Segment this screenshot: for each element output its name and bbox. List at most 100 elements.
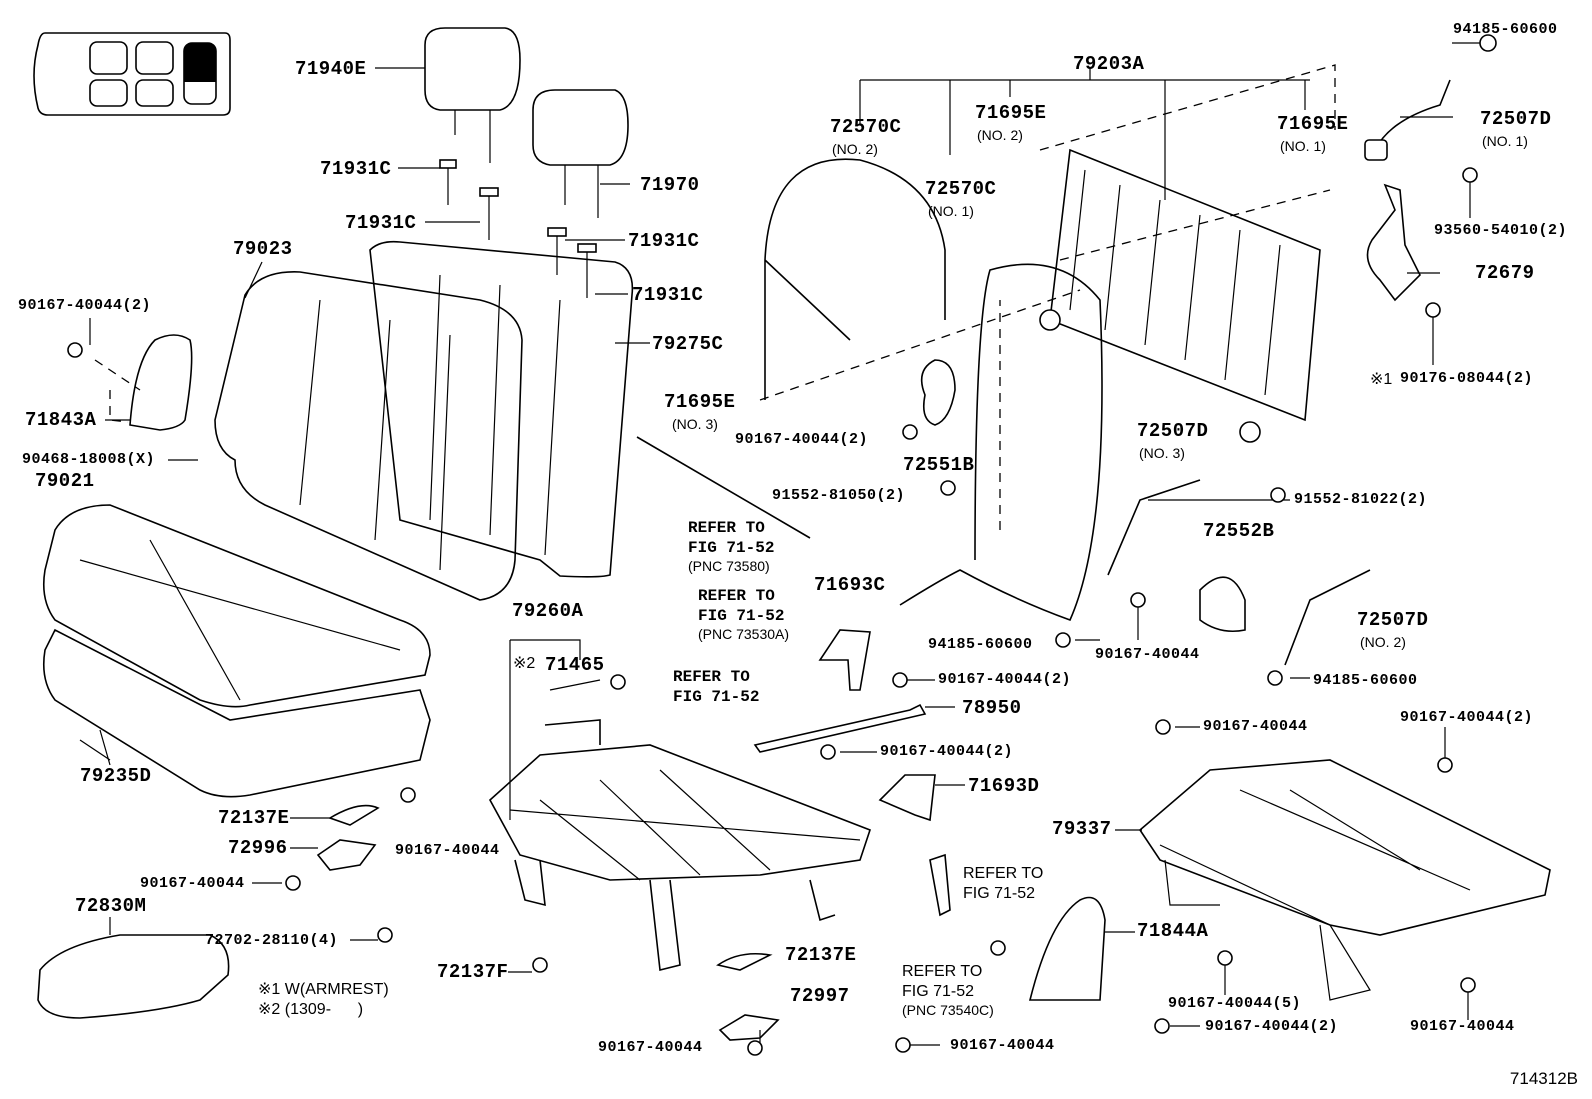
- cable-72570C-no1: [899, 263, 1103, 622]
- reference-note[interactable]: REFER TO FIG 71-52: [673, 667, 759, 707]
- seatback-frame-79203A-drawing: [759, 64, 1336, 530]
- part-label[interactable]: 72570C: [925, 178, 997, 200]
- part-label[interactable]: 71843A: [25, 409, 97, 431]
- part-label[interactable]: 90167-40044(2): [1400, 709, 1534, 726]
- ref-pnc: (PNC 73580): [688, 558, 770, 574]
- part-label[interactable]: 72702-28110(4): [205, 932, 339, 949]
- footnote-mark: ※2: [258, 1001, 281, 1018]
- part-label[interactable]: 91552-81050(2): [772, 487, 906, 504]
- part-label[interactable]: 90167-40044: [395, 842, 500, 859]
- part-label[interactable]: 72137F: [437, 961, 509, 983]
- part-label[interactable]: 72137E: [785, 944, 857, 966]
- seat-frame-79260A-drawing: [488, 639, 872, 971]
- part-label[interactable]: 79235D: [80, 765, 152, 787]
- part-label[interactable]: 72996: [228, 837, 288, 859]
- ref-line: REFER TO: [902, 963, 983, 980]
- part-label[interactable]: 71465: [545, 654, 605, 676]
- side-cover-71844A-drawing: [1028, 896, 1106, 1001]
- ref-line: REFER TO: [698, 587, 775, 605]
- part-label[interactable]: 71940E: [295, 58, 367, 80]
- part-label[interactable]: 72997: [790, 985, 850, 1007]
- part-label[interactable]: 72507D: [1357, 609, 1429, 631]
- footnote-1: ※1 W(ARMREST): [258, 980, 389, 999]
- part-label[interactable]: 72507D: [1137, 420, 1209, 442]
- part-label[interactable]: 71931C: [628, 230, 700, 252]
- part-label[interactable]: 71693D: [968, 775, 1040, 797]
- part-label[interactable]: 94185-60600: [1313, 672, 1418, 689]
- part-label[interactable]: 90167-40044: [950, 1037, 1055, 1054]
- rod-71695E-no3: [636, 436, 811, 539]
- part-label[interactable]: 90176-08044(2): [1400, 370, 1534, 387]
- part-label[interactable]: 90167-40044(5): [1168, 995, 1302, 1012]
- part-label[interactable]: 90167-40044: [140, 875, 245, 892]
- part-label[interactable]: 79337: [1052, 818, 1112, 840]
- part-label[interactable]: 94185-60600: [928, 636, 1033, 653]
- latch-72997-drawing: [718, 1014, 780, 1041]
- cover-72552B-drawing: [1199, 576, 1246, 633]
- part-sub: (NO. 1): [928, 203, 974, 219]
- part-label[interactable]: 90167-40044(2): [1205, 1018, 1339, 1035]
- part-label[interactable]: 79275C: [652, 333, 724, 355]
- cable-72570C-no2: [764, 158, 946, 400]
- part-label[interactable]: 72830M: [75, 895, 147, 917]
- part-label[interactable]: 90167-40044(2): [735, 431, 869, 448]
- reference-note[interactable]: REFER TO FIG 71-52: [963, 864, 1043, 904]
- leader-lines: [89, 42, 1485, 1046]
- part-label[interactable]: 78950: [962, 697, 1022, 719]
- ref-line: FIG 71-52: [673, 688, 760, 706]
- lever-72507D-no2-drawing: [1284, 569, 1371, 666]
- part-label[interactable]: 90468-18008(X): [22, 451, 156, 468]
- part-label[interactable]: 71695E: [975, 102, 1047, 124]
- lever-72507D-no1-drawing: [1374, 79, 1451, 151]
- tray-79337-drawing: [1115, 759, 1551, 1001]
- ref-pnc: (PNC 73540C): [902, 1002, 994, 1018]
- footnote-mark: ※1: [258, 981, 281, 998]
- part-label[interactable]: 72137E: [218, 807, 290, 829]
- reference-note[interactable]: REFER TO FIG 71-52 (PNC 73580): [688, 518, 774, 576]
- part-label[interactable]: 71931C: [632, 284, 704, 306]
- part-label[interactable]: 90167-40044: [1203, 718, 1308, 735]
- part-label[interactable]: 90167-40044: [1095, 646, 1200, 663]
- part-sub: (NO. 1): [1482, 133, 1528, 149]
- part-label[interactable]: 71931C: [320, 158, 392, 180]
- part-label[interactable]: 93560-54010(2): [1434, 222, 1568, 239]
- part-label[interactable]: 72551B: [903, 454, 975, 476]
- ref-line: REFER TO: [963, 865, 1044, 882]
- seat-cushion-upper-drawing: [42, 504, 431, 708]
- ref-line: REFER TO: [688, 519, 765, 537]
- bolt-icon: [67, 342, 83, 358]
- part-label[interactable]: 94185-60600: [1453, 21, 1558, 38]
- part-sub: (NO. 3): [1139, 445, 1185, 461]
- reference-note[interactable]: REFER TO FIG 71-52 (PNC 73530A): [698, 586, 789, 644]
- part-label[interactable]: 90167-40044: [1410, 1018, 1515, 1035]
- part-label[interactable]: 79023: [233, 238, 293, 260]
- part-label[interactable]: 71931C: [345, 212, 417, 234]
- part-label[interactable]: 72507D: [1480, 108, 1552, 130]
- latch-72996-drawing: [316, 839, 377, 871]
- note-mark: ※1: [1370, 371, 1393, 388]
- fastener-icons: [285, 34, 1497, 1056]
- part-label[interactable]: 72552B: [1203, 520, 1275, 542]
- part-label[interactable]: 90167-40044: [598, 1039, 703, 1056]
- reference-note[interactable]: REFER TO FIG 71-52 (PNC 73540C): [902, 962, 994, 1020]
- part-label[interactable]: 91552-81022(2): [1294, 491, 1428, 508]
- part-label[interactable]: 79021: [35, 470, 95, 492]
- part-label[interactable]: 90167-40044(2): [880, 743, 1014, 760]
- part-label[interactable]: 71844A: [1137, 920, 1209, 942]
- part-label[interactable]: 72679: [1475, 262, 1535, 284]
- part-label[interactable]: 90167-40044(2): [18, 297, 152, 314]
- part-label[interactable]: 90167-40044(2): [938, 671, 1072, 688]
- part-sub: (NO. 3): [672, 416, 718, 432]
- ref-pnc: (PNC 73530A): [698, 626, 790, 642]
- part-label[interactable]: 71695E: [664, 391, 736, 413]
- part-label[interactable]: 71970: [640, 174, 700, 196]
- part-label[interactable]: 79260A: [512, 600, 584, 622]
- part-sub: (NO. 2): [1360, 634, 1406, 650]
- part-label[interactable]: 72570C: [830, 116, 902, 138]
- part-label[interactable]: 71695E: [1277, 113, 1349, 135]
- part-label[interactable]: 79203A: [1073, 53, 1145, 75]
- footnote-text: (1309- ): [284, 1001, 364, 1018]
- figure-id: 714312B: [1509, 1069, 1578, 1088]
- cover-72137E-lower-drawing: [716, 952, 773, 971]
- part-label[interactable]: 71693C: [814, 574, 886, 596]
